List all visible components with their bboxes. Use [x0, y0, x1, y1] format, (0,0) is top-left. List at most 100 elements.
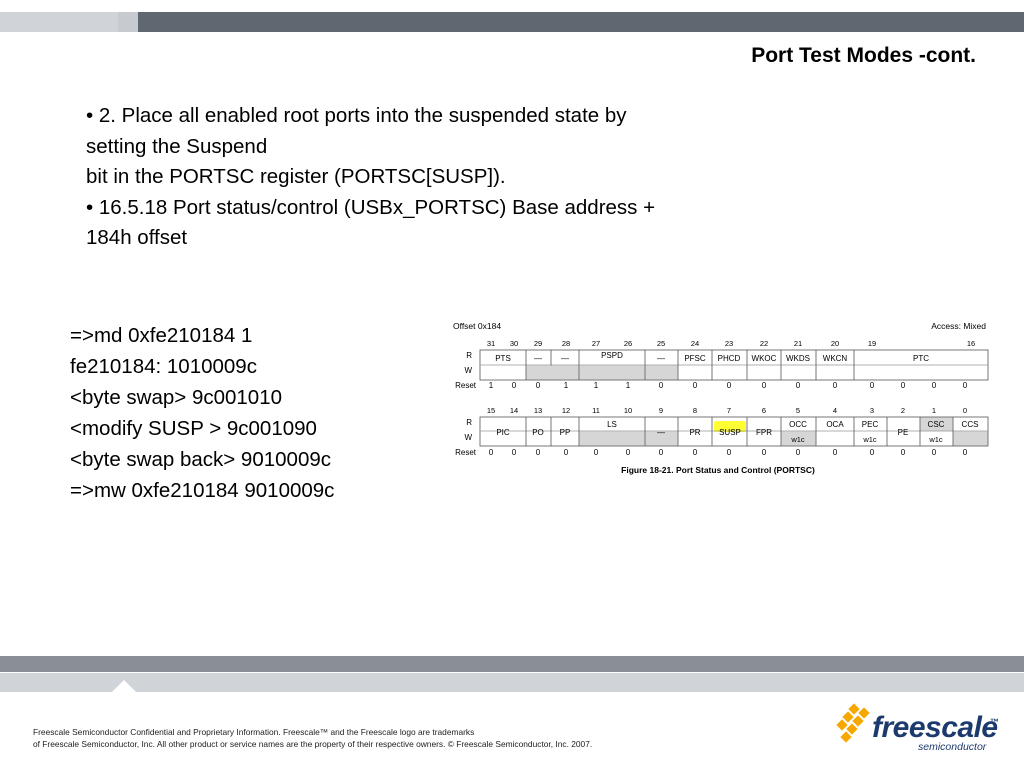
bit-number: 14	[510, 406, 518, 415]
bit-number: 27	[592, 339, 600, 348]
reset-bit: 0	[932, 448, 937, 457]
reset-bit: 0	[796, 381, 801, 390]
field-pic: PIC	[496, 428, 510, 437]
bullet-line: setting the Suspend	[86, 134, 268, 158]
field-occ: OCC	[789, 420, 807, 429]
field-ls: LS	[607, 420, 617, 429]
reset-bit: 0	[536, 381, 541, 390]
field-w1c: w1c	[928, 435, 943, 444]
field-wkds: WKDS	[786, 354, 810, 363]
field-reserved: —	[657, 428, 665, 437]
field-wkcn: WKCN	[823, 354, 848, 363]
field-pec: PEC	[862, 420, 879, 429]
field-phcd: PHCD	[718, 354, 741, 363]
footer-line: Freescale Semiconductor Confidential and…	[33, 727, 475, 737]
bit-number: 3	[870, 406, 874, 415]
field-pspd: PSPD	[601, 351, 623, 360]
footer-line: of Freescale Semiconductor, Inc. All oth…	[33, 739, 593, 749]
reset-bit: 0	[762, 381, 767, 390]
legal-footer: Freescale Semiconductor Confidential and…	[33, 726, 592, 750]
bullet-list: • 2. Place all enabled root ports into t…	[86, 101, 816, 254]
field-pfsc: PFSC	[684, 354, 706, 363]
reset-label: Reset	[455, 381, 477, 390]
reset-bit: 0	[727, 448, 732, 457]
bit-number: 26	[624, 339, 632, 348]
bit-number: 5	[796, 406, 800, 415]
field-wkoc: WKOC	[752, 354, 777, 363]
reset-bit: 0	[932, 381, 937, 390]
row-label-r: R	[466, 351, 472, 360]
bit-number: 0	[963, 406, 967, 415]
reset-bit: 0	[870, 448, 875, 457]
bit-number: 8	[693, 406, 697, 415]
portsc-register-diagram: Offset 0x184 Access: Mixed 31 30 29 28 2…	[453, 321, 989, 475]
bit-number: 13	[534, 406, 542, 415]
bit-number: 23	[725, 339, 733, 348]
command-line: =>md 0xfe210184 1	[70, 324, 253, 347]
bit-number: 21	[794, 339, 802, 348]
field-w1c: w1c	[862, 435, 877, 444]
freescale-logo-icon	[836, 703, 870, 743]
bit-number: 24	[691, 339, 699, 348]
bit-number: 11	[592, 406, 600, 415]
bullet-line: • 2. Place all enabled root ports into t…	[86, 104, 627, 127]
reset-bit: 0	[963, 381, 968, 390]
bit-number: 31	[487, 339, 495, 348]
bit-number: 15	[487, 406, 495, 415]
bit-number: 16	[967, 339, 975, 348]
logo-trademark: ™	[990, 717, 999, 727]
field-reserved: —	[534, 354, 542, 363]
bullet-line: bit in the PORTSC register (PORTSC[SUSP]…	[86, 165, 506, 188]
reset-bit: 1	[594, 381, 599, 390]
bit-number: 6	[762, 406, 766, 415]
reset-bit: 0	[512, 448, 517, 457]
row-label-w: W	[464, 366, 472, 375]
bit-number: 12	[562, 406, 570, 415]
bit-number: 7	[727, 406, 731, 415]
reset-bit: 0	[796, 448, 801, 457]
reset-bit: 0	[727, 381, 732, 390]
reset-bit: 1	[626, 381, 631, 390]
slide-title: Port Test Modes -cont.	[751, 44, 976, 67]
field-ccs: CCS	[962, 420, 979, 429]
offset-label: Offset 0x184	[453, 321, 501, 331]
reset-label: Reset	[455, 448, 477, 457]
logo-subtitle: semiconductor	[918, 741, 987, 753]
command-line: <modify SUSP > 9c001090	[70, 417, 317, 440]
field-pts: PTS	[495, 354, 511, 363]
reset-bit: 0	[489, 448, 494, 457]
field-pp: PP	[560, 428, 571, 437]
freescale-logo: freescale ™ semiconductor	[836, 701, 1006, 757]
command-list: =>md 0xfe210184 1 fe210184: 1010009c <by…	[70, 320, 334, 506]
reset-bit: 0	[963, 448, 968, 457]
reset-bit: 0	[659, 448, 664, 457]
logo-wordmark: freescale	[872, 711, 998, 744]
command-line: <byte swap> 9c001010	[70, 386, 282, 409]
bit-number: 9	[659, 406, 663, 415]
top-banner	[0, 2, 1024, 32]
bit-number: 4	[833, 406, 837, 415]
bit-number: 25	[657, 339, 665, 348]
field-reserved: —	[657, 354, 665, 363]
reset-bit: 0	[870, 381, 875, 390]
command-line: fe210184: 1010009c	[70, 355, 257, 378]
reset-bit: 0	[659, 381, 664, 390]
bit-number: 2	[901, 406, 905, 415]
bit-number: 29	[534, 339, 542, 348]
field-reserved: —	[561, 354, 569, 363]
bit-number: 30	[510, 339, 518, 348]
row-label-r: R	[466, 418, 472, 427]
reset-bit: 0	[536, 448, 541, 457]
reset-bit: 1	[489, 381, 494, 390]
bit-number: 22	[760, 339, 768, 348]
bit-number: 1	[932, 406, 936, 415]
bit-number: 10	[624, 406, 632, 415]
figure-caption: Figure 18-21. Port Status and Control (P…	[621, 465, 815, 475]
reset-bit: 0	[901, 448, 906, 457]
field-pr: PR	[689, 428, 700, 437]
reset-bit: 0	[512, 381, 517, 390]
access-label: Access: Mixed	[931, 321, 986, 331]
field-oca: OCA	[826, 420, 844, 429]
reset-bit: 0	[564, 448, 569, 457]
susp-highlight	[714, 421, 746, 432]
